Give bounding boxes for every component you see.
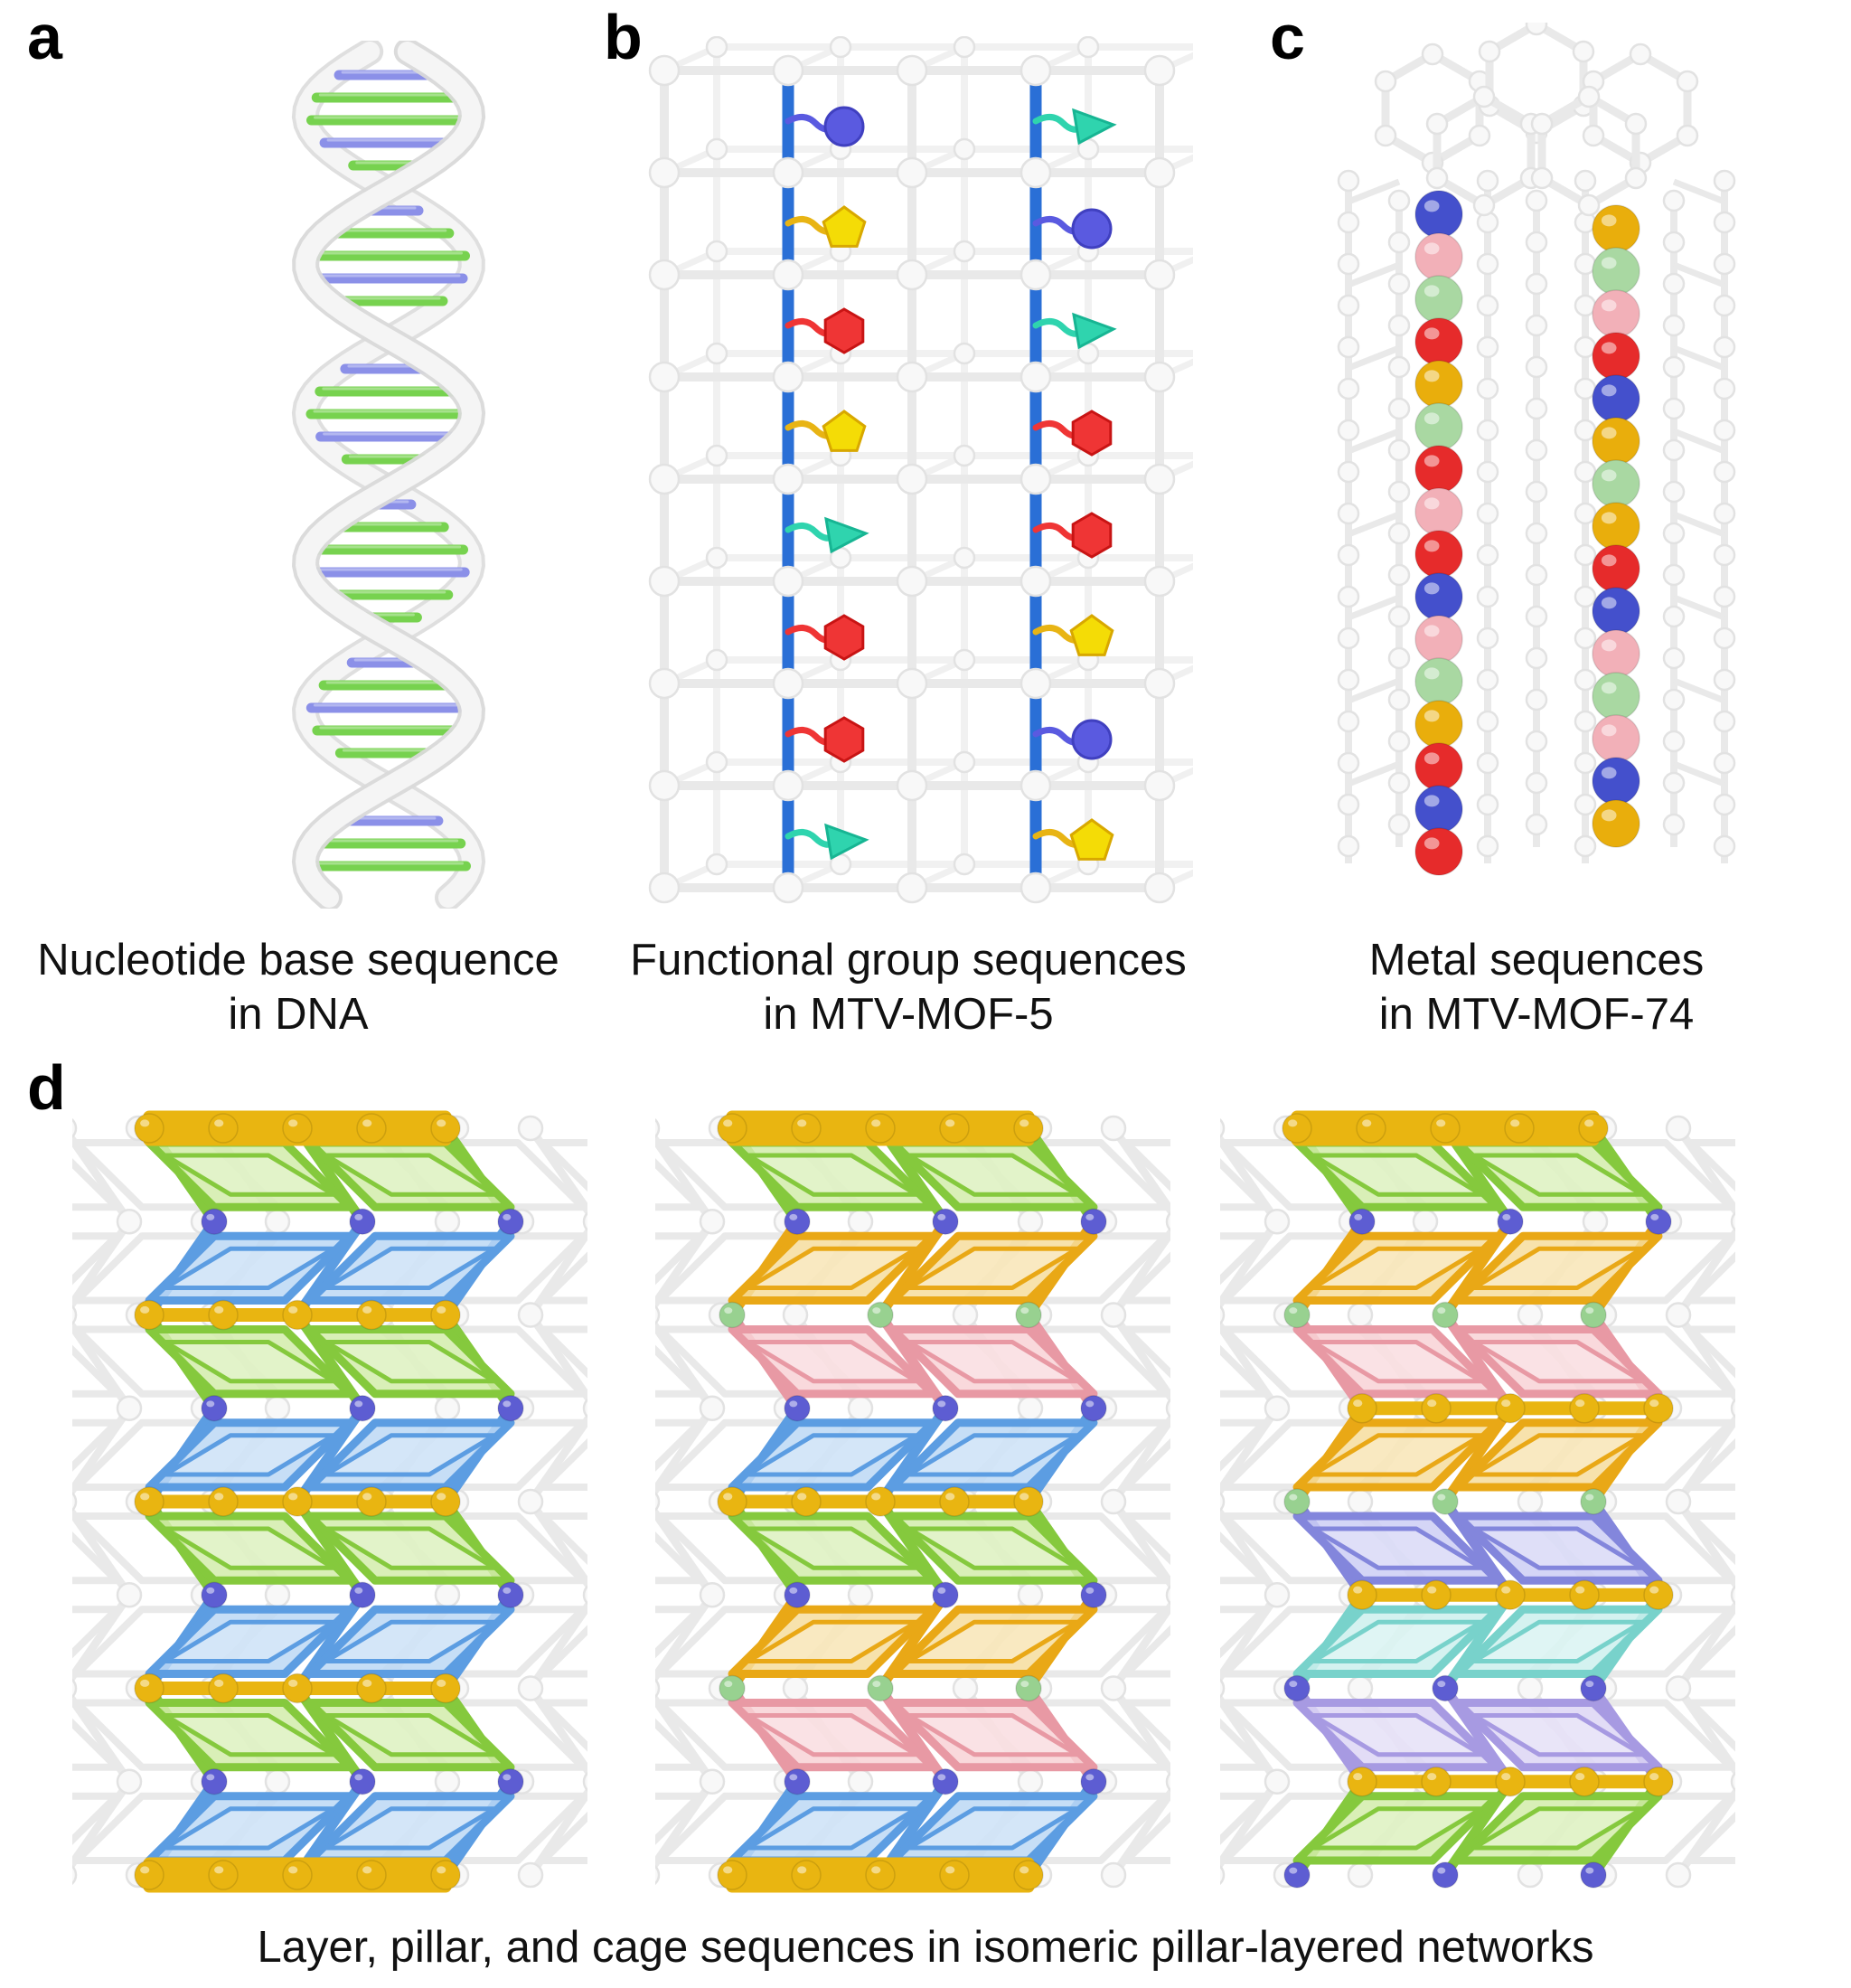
pillar-layered-network-3-illustration (1220, 1110, 1735, 1889)
panel-a-label: a (27, 2, 62, 72)
panel-a-caption-line1: Nucleotide base sequence (37, 936, 559, 985)
panel-b-caption-line1: Functional group sequences (630, 936, 1187, 985)
panel-d-label: d (27, 1052, 66, 1123)
panel-b-caption-line2: in MTV-MOF-5 (763, 990, 1054, 1039)
mtv-mof5-framework-illustration (648, 36, 1193, 904)
mtv-mof74-framework-illustration (1337, 23, 1736, 876)
panel-d-caption: Layer, pillar, and cage sequences in iso… (257, 1923, 1594, 1972)
pillar-layered-network-1-illustration (72, 1110, 587, 1893)
panel-c-label: c (1270, 2, 1305, 72)
panel-c-caption: Metal sequences in MTV-MOF-74 (1256, 933, 1817, 1041)
panel-a-caption: Nucleotide base sequence in DNA (18, 933, 578, 1041)
dna-double-helix-illustration (291, 41, 486, 909)
panel-c-caption-line2: in MTV-MOF-74 (1378, 990, 1695, 1039)
pillar-layered-network-2-illustration (655, 1110, 1170, 1893)
panel-b-label: b (604, 2, 643, 72)
panel-b-caption: Functional group sequences in MTV-MOF-5 (628, 933, 1189, 1041)
panel-a-caption-line2: in DNA (228, 990, 369, 1039)
panel-c-caption-line1: Metal sequences (1368, 936, 1705, 985)
